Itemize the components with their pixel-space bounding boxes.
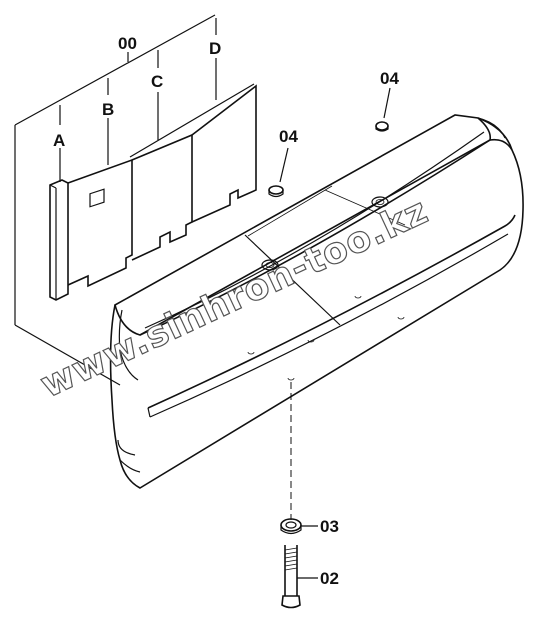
label-plate-a: A	[53, 131, 65, 150]
label-assembly: 00	[118, 34, 137, 53]
plate-a	[49, 179, 69, 301]
plate-b-slot	[89, 188, 105, 208]
assembly-leader-lines	[14, 14, 217, 386]
counterweight-body	[109, 114, 524, 489]
label-plug-right: 04	[380, 69, 399, 88]
label-plug-left: 04	[279, 127, 298, 146]
label-washer: 03	[320, 517, 339, 536]
label-bolt: 02	[320, 569, 339, 588]
plug-right	[375, 87, 391, 132]
bolt	[281, 545, 318, 609]
plate-b	[67, 158, 133, 288]
label-plate-c: C	[151, 72, 163, 91]
label-plate-b: B	[102, 100, 114, 119]
washer	[280, 518, 318, 535]
watermark-text: www.sinhron-too.kz	[34, 190, 434, 406]
plate-d	[129, 83, 257, 223]
label-plate-d: D	[209, 39, 221, 58]
plug-left	[268, 147, 289, 198]
plate-c	[131, 133, 193, 261]
